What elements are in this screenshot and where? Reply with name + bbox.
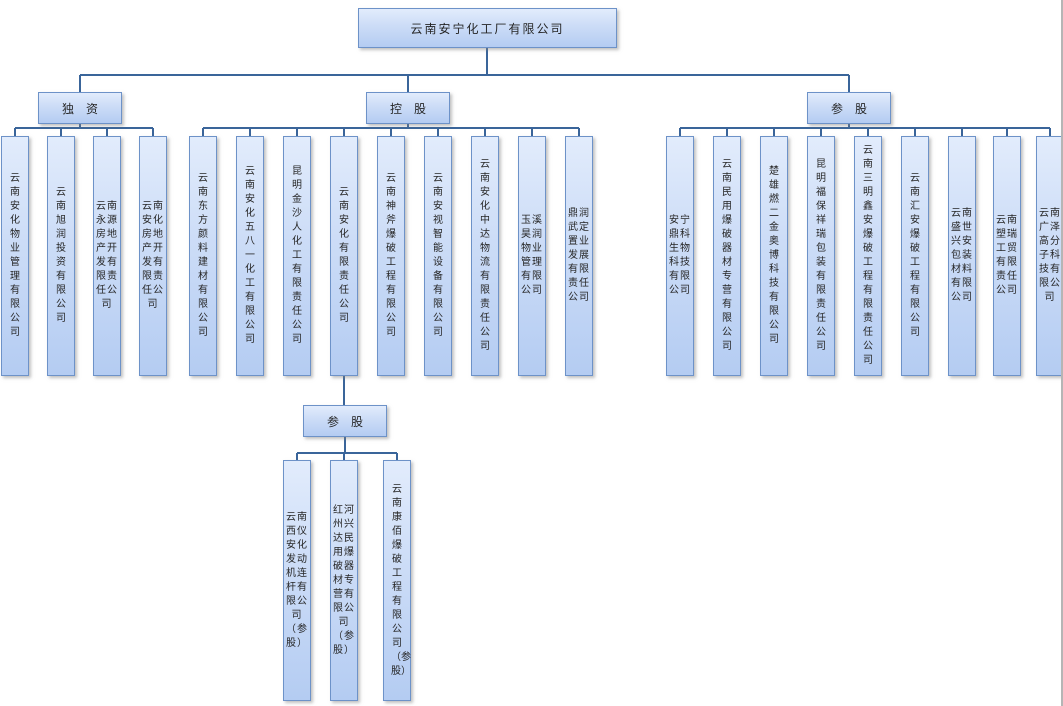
root-node-label: 云南安宁化工厂有限公司: [410, 21, 565, 36]
company-name: 云南塑瑞工贸有限责任公司: [996, 215, 1018, 296]
company-name: 云南安化房地产开发有限责任公司: [142, 201, 164, 310]
company-box: 云南西仪安化发动机连杆有限公司（参股）: [283, 460, 311, 701]
branch-label-participation: 参 股: [807, 92, 891, 124]
company-box: 云南安化房地产开发有限责任公司: [139, 136, 167, 376]
company-name: 昆明金沙人化工有限责任公司: [292, 166, 302, 345]
company-box: 云南盛世兴安包装材料有限公司: [948, 136, 976, 376]
branch-label-text: 控 股: [389, 101, 426, 116]
company-name: 云南旭润投资有限公司: [56, 187, 66, 324]
root-node: 云南安宁化工厂有限公司: [358, 8, 617, 48]
branch-label-text: 参 股: [326, 414, 363, 429]
company-name: 云南安化有限责任公司: [339, 187, 349, 324]
company-name: 鼎润武定置业发展有限责任公司: [568, 208, 590, 303]
company-box: 昆明金沙人化工有限责任公司: [283, 136, 311, 376]
company-box: 云南安化有限责任公司: [330, 136, 358, 376]
company-box: 云南广泽高分子科技有限公司: [1036, 136, 1063, 376]
company-name: 玉溪昊润物业管理有限公司: [521, 215, 543, 296]
company-box: 云南永源房地产开发有限责任公司: [93, 136, 121, 376]
company-name: 云南三明鑫安爆破工程有限责任公司: [863, 145, 873, 366]
company-box: 云南安化物业管理有限公司: [1, 136, 29, 376]
company-name: 楚雄燃二金奥博科技有限公司: [769, 166, 779, 345]
company-name: 云南广泽高分子科技有限公司: [1039, 208, 1061, 303]
company-name: 云南西仪安化发动机连杆有限公司（参股）: [286, 511, 308, 649]
company-name: 云南盛世兴安包装材料有限公司: [951, 208, 973, 303]
company-name: 云南安化中达物流有限责任公司: [480, 159, 490, 352]
company-box: 楚雄燃二金奥博科技有限公司: [760, 136, 788, 376]
company-name: 云南民用爆破器材专营有限公司: [722, 159, 732, 352]
branch-label-text: 参 股: [830, 101, 867, 116]
company-name: 红河州兴达民用爆破器材专营有限公司（参股）: [333, 504, 355, 656]
company-box: 云南安化五八一化工有限公司: [236, 136, 264, 376]
company-name: 云南安化五八一化工有限公司: [245, 166, 255, 345]
company-name: 云南康佰爆破工程有限公司（参股）: [391, 483, 411, 677]
branch-label-holding: 控 股: [366, 92, 450, 124]
branch-label-text: 独 资: [61, 101, 98, 116]
company-name: 云南东方颜料建材有限公司: [198, 173, 208, 338]
company-name: 昆明福保祥瑞包装有限责任公司: [816, 159, 826, 352]
company-box: 云南安化中达物流有限责任公司: [471, 136, 499, 376]
company-box: 安宁鼎科生物科技有限公司: [666, 136, 694, 376]
company-box: 玉溪昊润物业管理有限公司: [518, 136, 546, 376]
company-name: 云南神斧爆破工程有限公司: [386, 173, 396, 338]
company-box: 红河州兴达民用爆破器材专营有限公司（参股）: [330, 460, 358, 701]
page-edge-line: [1061, 0, 1063, 706]
company-box: 昆明福保祥瑞包装有限责任公司: [807, 136, 835, 376]
company-name: 云南永源房地产开发有限责任公司: [96, 201, 118, 310]
company-box: 云南神斧爆破工程有限公司: [377, 136, 405, 376]
company-box: 云南东方颜料建材有限公司: [189, 136, 217, 376]
company-box: 云南康佰爆破工程有限公司（参股）: [383, 460, 411, 701]
company-box: 云南安视智能设备有限公司: [424, 136, 452, 376]
branch-label-wholly-owned: 独 资: [38, 92, 122, 124]
branch-label-sub-participation: 参 股: [303, 405, 387, 437]
company-box: 鼎润武定置业发展有限责任公司: [565, 136, 593, 376]
company-box: 云南民用爆破器材专营有限公司: [713, 136, 741, 376]
company-name: 云南安化物业管理有限公司: [10, 173, 20, 338]
company-name: 安宁鼎科生物科技有限公司: [669, 215, 691, 296]
company-name: 云南安视智能设备有限公司: [433, 173, 443, 338]
company-box: 云南旭润投资有限公司: [47, 136, 75, 376]
company-box: 云南三明鑫安爆破工程有限责任公司: [854, 136, 882, 376]
company-name: 云南汇安爆破工程有限公司: [910, 173, 920, 338]
company-box: 云南塑瑞工贸有限责任公司: [993, 136, 1021, 376]
company-box: 云南汇安爆破工程有限公司: [901, 136, 929, 376]
